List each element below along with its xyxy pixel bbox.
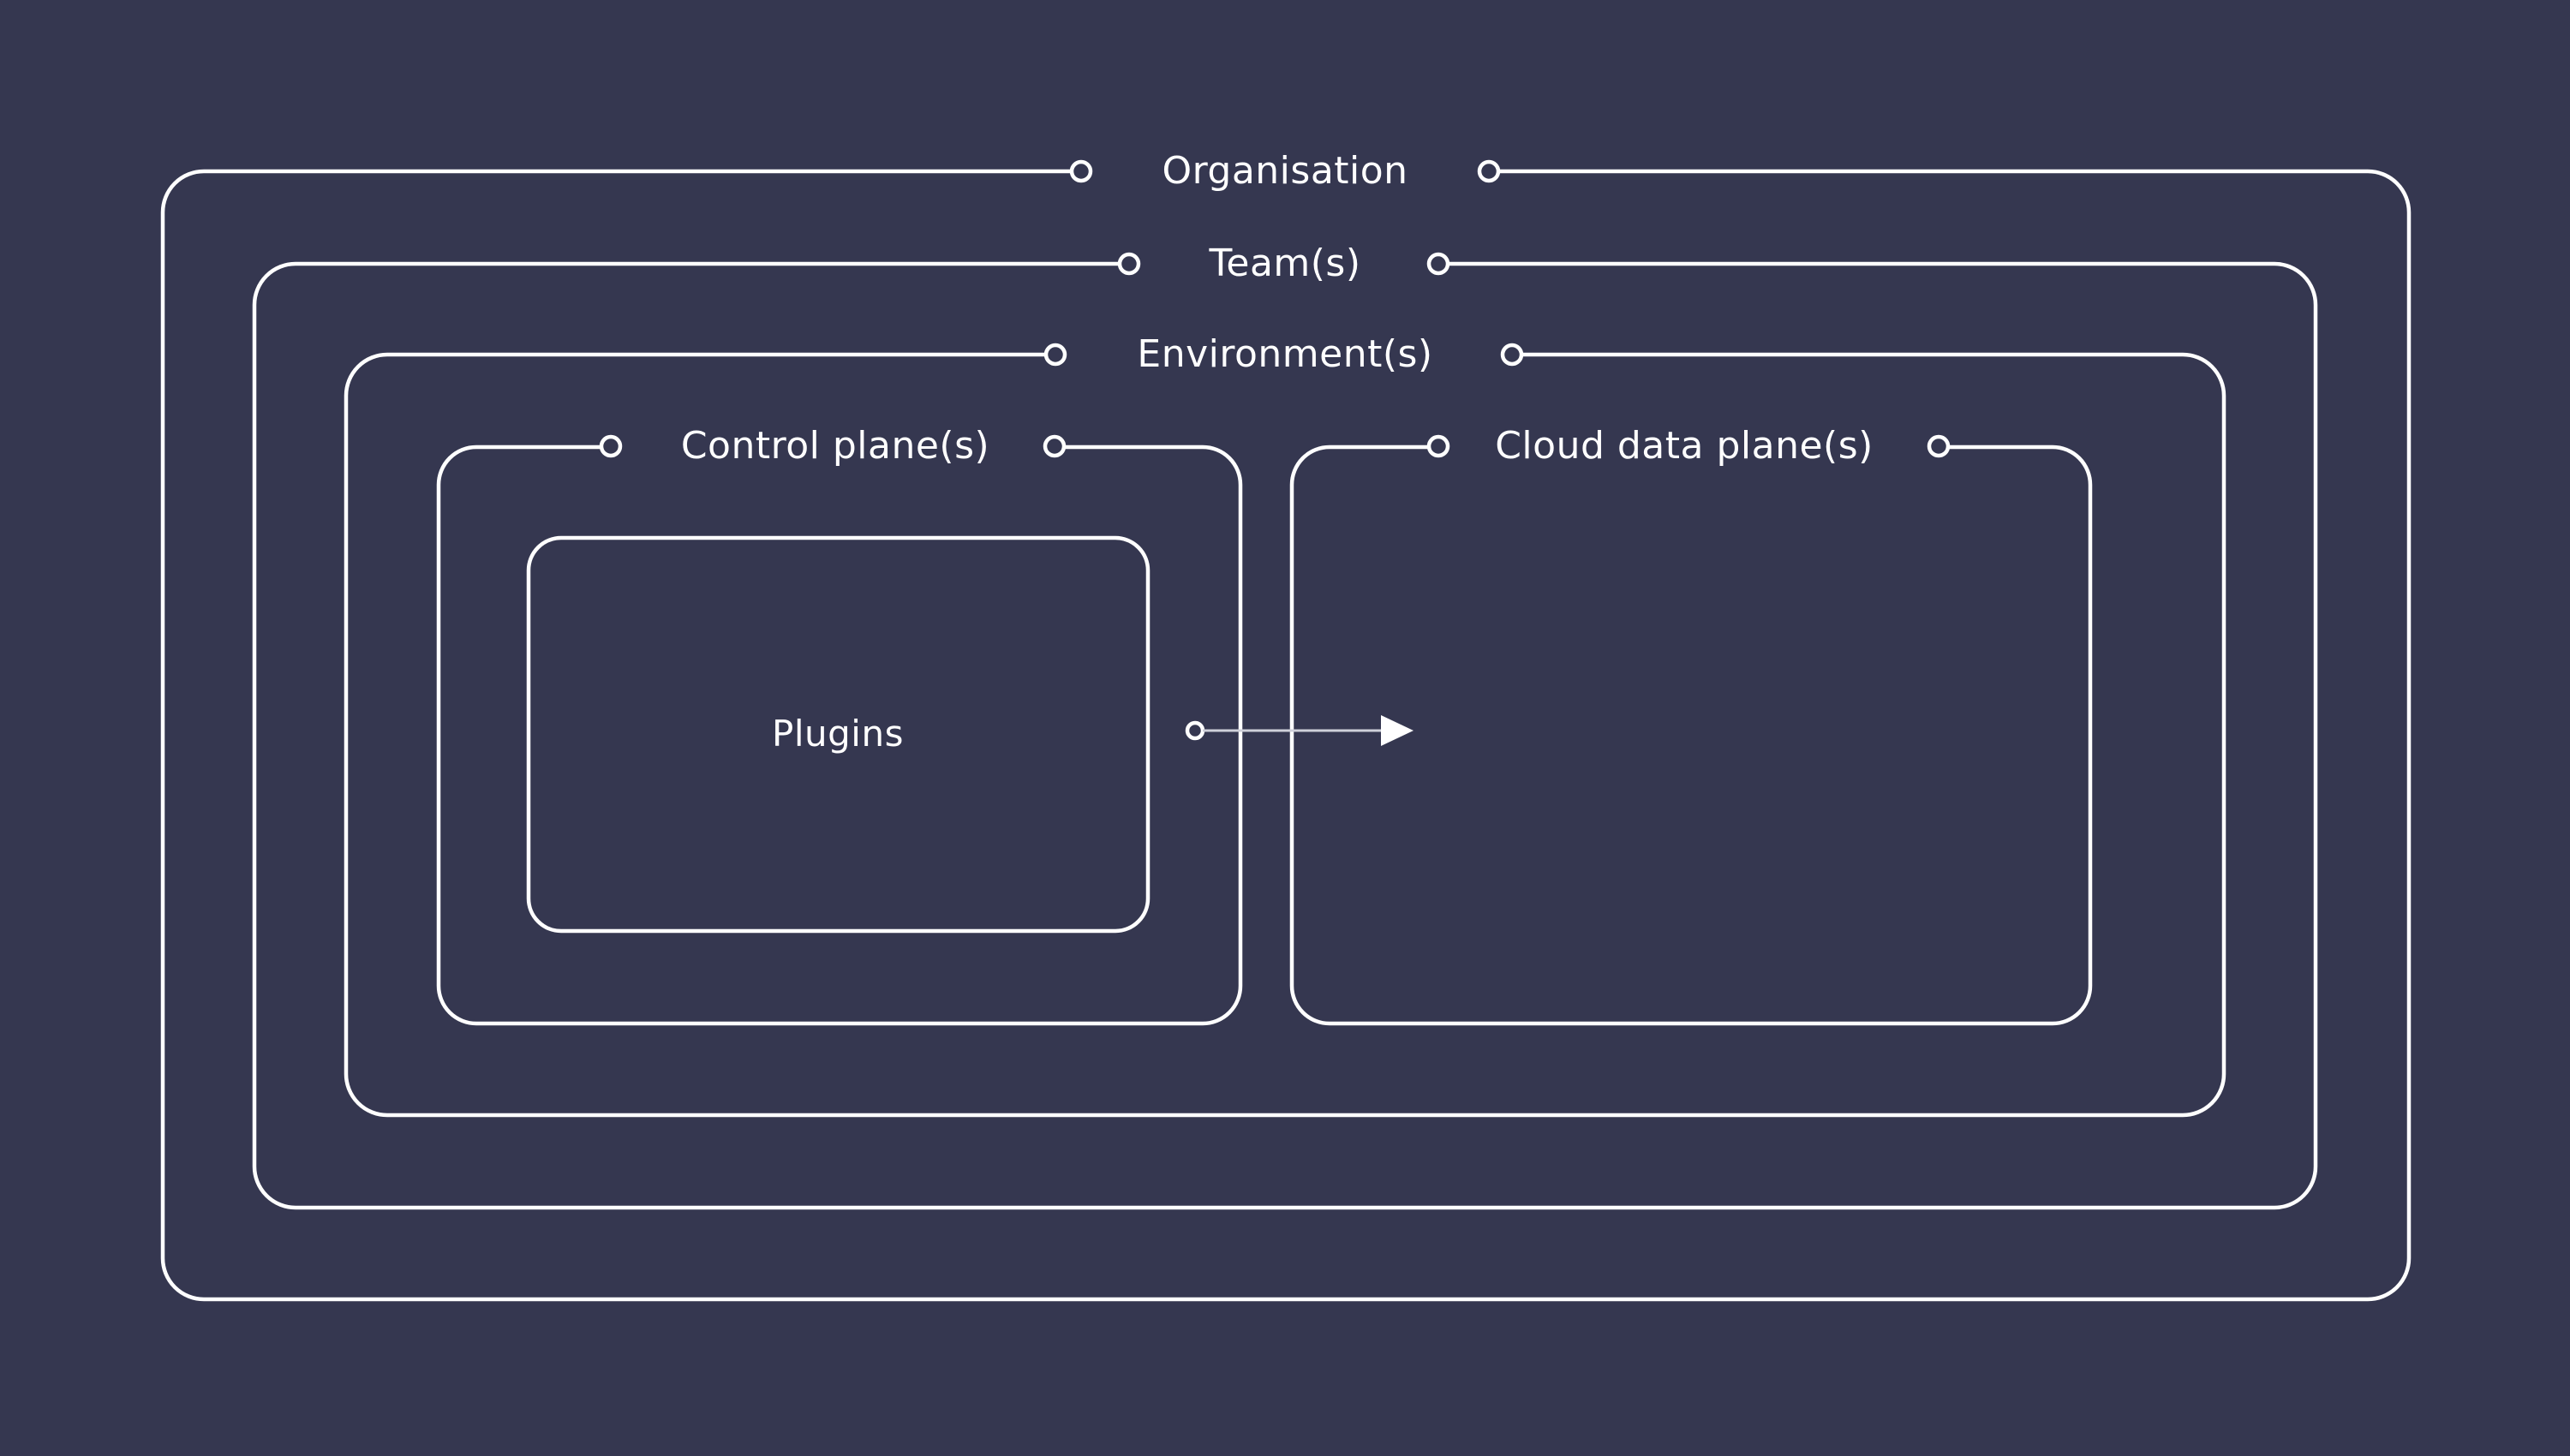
cloud-data-plane-box-outline[interactable]	[1289, 445, 2093, 1026]
organisation-right-node	[1477, 159, 1501, 183]
control-plane-right-node	[1043, 434, 1067, 458]
team-left-node	[1117, 252, 1141, 276]
organisation-box-outline[interactable]	[160, 169, 2412, 1302]
organisation-left-node	[1069, 159, 1093, 183]
arrow-origin-node	[1185, 720, 1205, 741]
plugins-box[interactable]	[526, 535, 1151, 934]
control-plane-box-outline[interactable]	[436, 445, 1243, 1026]
tier-label-cloud-data-plane: Cloud data plane(s)	[1495, 424, 1874, 468]
plugins-box-rect[interactable]	[526, 535, 1151, 934]
environment-right-node	[1500, 343, 1524, 367]
environment-left-node	[1043, 343, 1067, 367]
tier-boxes	[160, 169, 2412, 1302]
plugins-to-cloud-arrow[interactable]	[1185, 715, 1414, 746]
tier-label-organisation: Organisation	[1162, 149, 1408, 193]
team-box-outline[interactable]	[252, 261, 2318, 1210]
team-right-node	[1426, 252, 1450, 276]
label-nodes	[599, 159, 1951, 458]
tier-label-environment: Environment(s)	[1137, 332, 1433, 376]
inner-box-label-plugins: Plugins	[772, 713, 904, 755]
arrow-head-icon	[1381, 715, 1414, 746]
cloud-data-plane-right-node	[1927, 434, 1951, 458]
cloud-data-plane-left-node	[1426, 434, 1450, 458]
tier-label-team: Team(s)	[1209, 242, 1361, 285]
environment-box-outline[interactable]	[344, 352, 2226, 1118]
tier-label-control-plane: Control plane(s)	[680, 424, 990, 468]
control-plane-left-node	[599, 434, 623, 458]
